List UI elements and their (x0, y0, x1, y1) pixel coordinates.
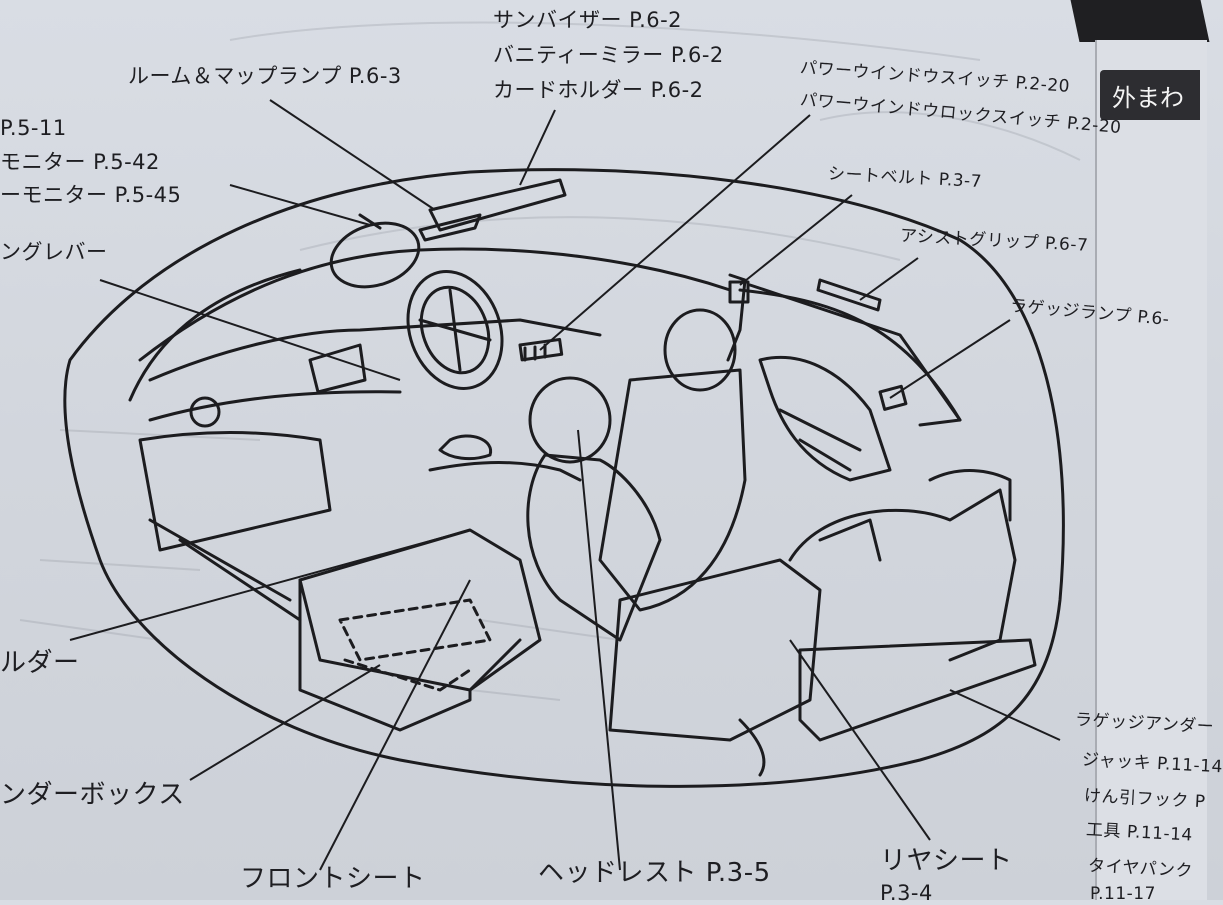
label-under-box: ンダーボックス (0, 780, 185, 810)
car-interior-diagram (63, 99, 1065, 871)
page-edge (1095, 40, 1207, 900)
label-holder: ルダー (0, 648, 80, 678)
tab-edge (1070, 0, 1210, 42)
label-monitor-542: モニター P.5-42 (0, 150, 160, 174)
label-headrest: ヘッドレスト P.3-5 (538, 858, 771, 888)
label-rear-seat-page: P.3-4 (880, 881, 933, 905)
label-left-p511: P.5-11 (0, 116, 67, 140)
cabin-outline (63, 168, 1065, 788)
label-rear-seat: リヤシート (880, 846, 1013, 876)
label-vanity-mirror: バニティーミラー P.6-2 (493, 43, 724, 67)
label-sun-visor: サンバイザー P.6-2 (493, 8, 683, 32)
label-p1117: P.11-17 (1090, 884, 1156, 904)
label-lever: ングレバー (0, 240, 108, 264)
label-room-map-lamp: ルーム＆マップランプ P.6-3 (128, 64, 402, 88)
label-front-seat: フロントシート (240, 864, 426, 894)
label-monitor-545: ーモニター P.5-45 (0, 183, 182, 207)
label-card-holder: カードホルダー P.6-2 (493, 78, 704, 102)
section-tab: 外まわ (1100, 70, 1200, 120)
bleed-through-lines (19, 21, 1081, 701)
